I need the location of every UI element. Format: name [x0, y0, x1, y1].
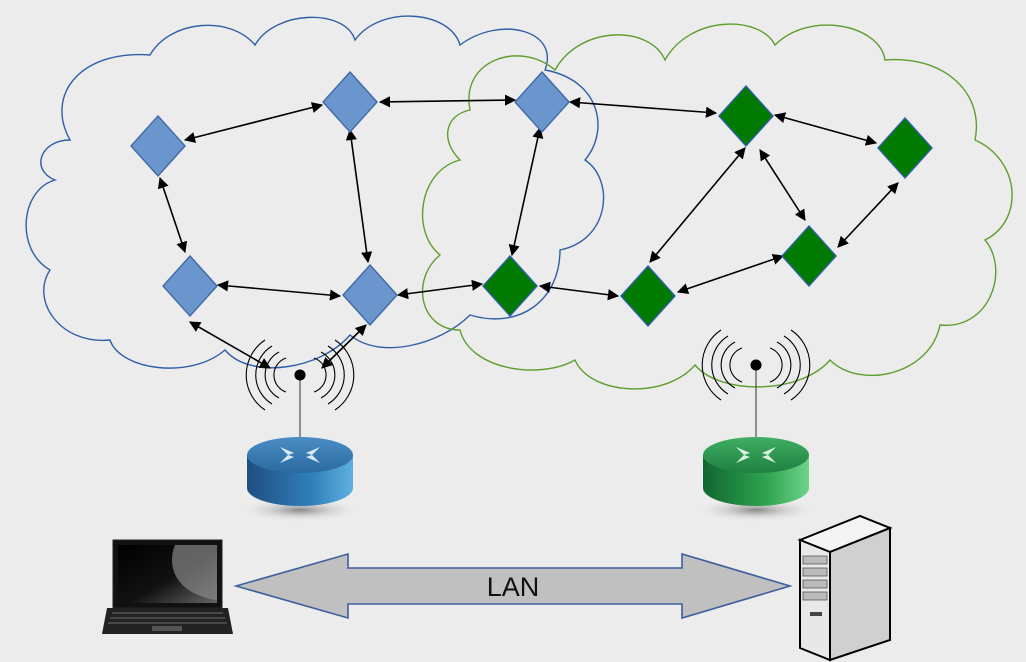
link-g2-g4: [676, 253, 785, 295]
mesh-links: [157, 94, 899, 369]
node-g5: [718, 84, 774, 148]
node-b5: [514, 70, 570, 134]
wifi-antenna-icon: [701, 329, 811, 440]
link-b4-router: [321, 324, 367, 369]
link-g5-g4: [759, 149, 806, 221]
wifi-antenna-icon: [245, 339, 355, 440]
blue-mesh-cloud: [25, 15, 605, 369]
link-b3-b4: [216, 280, 342, 301]
blue-nodes: [130, 70, 570, 327]
router-green-icon: [694, 329, 818, 522]
lan-arrow: LAN: [233, 552, 793, 620]
link-b1-b3: [157, 176, 188, 254]
link-b5-g1: [508, 126, 544, 257]
link-b1-b2: [183, 102, 324, 143]
node-g2: [620, 264, 676, 328]
link-b2-b5: [378, 94, 517, 108]
link-g5-g3: [773, 112, 878, 146]
node-g1: [482, 254, 538, 318]
laptop-icon: [102, 539, 233, 634]
link-b2-b4: [345, 128, 373, 264]
node-b3: [162, 254, 218, 318]
node-g3: [877, 116, 933, 180]
lan-label: LAN: [487, 572, 540, 602]
node-g4: [781, 224, 837, 288]
node-b1: [130, 114, 186, 178]
link-g1-g2: [538, 281, 620, 301]
link-g5-g2: [649, 147, 746, 263]
node-b2: [322, 70, 378, 134]
link-b4-g1: [396, 279, 484, 300]
link-b5-g5: [568, 97, 718, 118]
green-nodes: [482, 84, 933, 328]
server-icon: [797, 514, 893, 662]
link-g3-g4: [837, 182, 899, 248]
green-mesh-cloud: [421, 23, 1013, 390]
node-b4: [342, 263, 398, 327]
router-blue-icon: [238, 339, 362, 522]
link-b3-router: [189, 321, 271, 369]
